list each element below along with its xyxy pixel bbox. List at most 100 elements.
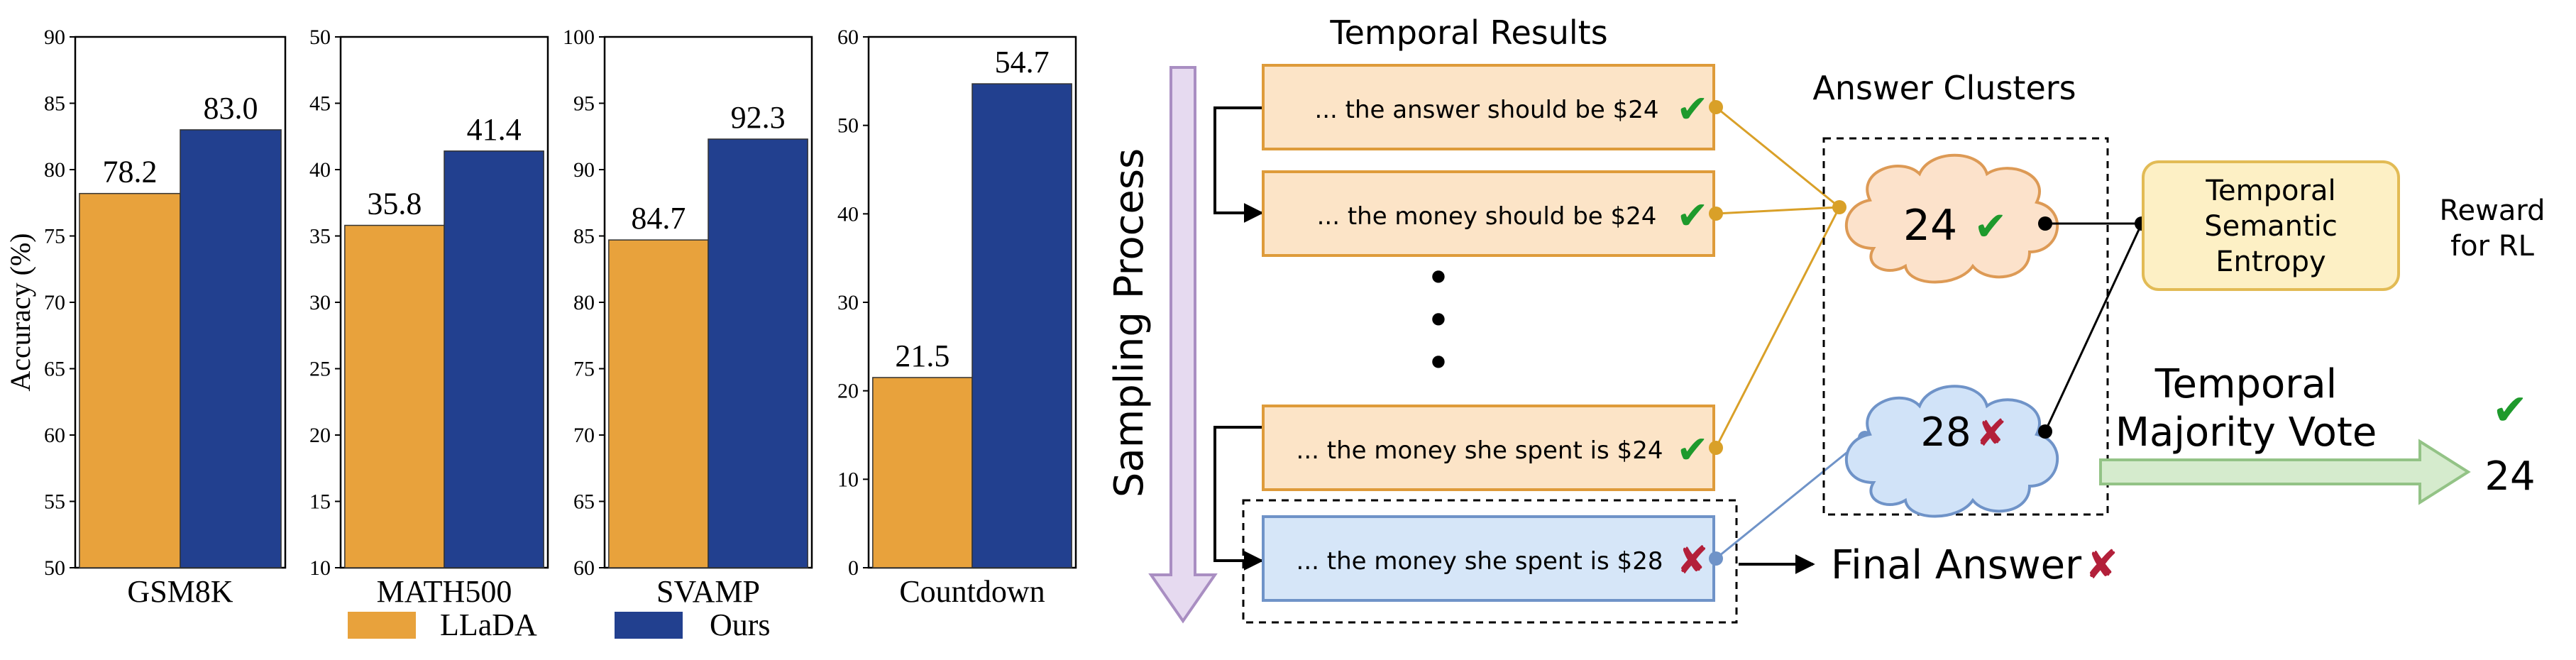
result-box-1: ... the answer should be $24 ✔ [1262,64,1715,150]
result-text: ... the answer should be $24 [1314,96,1658,124]
y-tick-label: 30 [837,291,859,314]
y-tick-label: 65 [573,490,595,514]
ellipsis-dot: • [1426,296,1451,346]
check-icon: ✔ [1676,193,1708,238]
vote-result-value: 24 [2484,453,2535,500]
legend-label-ours: Ours [710,607,771,642]
y-tick-label: 95 [573,92,595,116]
answer-clusters-frame [1822,137,2109,516]
result-cluster-connectors [1709,100,1872,566]
y-tick-label: 90 [44,26,65,49]
y-tick-label: 10 [309,556,331,580]
y-tick-label: 35 [309,225,331,248]
y-axis-label: Accuracy (%) [4,233,36,391]
bar-llada [872,377,973,568]
y-tick-label: 50 [44,556,65,580]
bar-llada [79,192,181,568]
temporal-semantic-entropy-box: Temporal Semantic Entropy [2142,160,2400,291]
x-axis-label: MATH500 [377,574,512,609]
y-tick-label: 10 [837,468,859,491]
ellipsis-dot: • [1426,339,1451,388]
loop-connector-top [1213,106,1264,223]
y-tick-label: 70 [44,291,65,314]
result-text: ... the money she spent is $28 [1297,547,1663,576]
y-tick-label: 20 [309,424,331,447]
x-axis-label: GSM8K [127,574,233,609]
y-tick-label: 80 [573,291,595,314]
cluster-cloud-24: 24 ✔ [1844,153,2059,284]
cross-icon: ✘ [2085,542,2118,588]
bar-ours [180,129,282,568]
result-box-2: ... the money should be $24 ✔ [1262,170,1715,257]
bar-value-label: 54.7 [995,45,1050,79]
bar-value-label: 21.5 [895,339,950,373]
legend-label-llada: LLaDA [440,607,537,642]
vote-line-1: Temporal [2154,361,2337,407]
y-tick-label: 60 [837,26,859,49]
bar-value-label: 41.4 [467,112,522,147]
sampling-process-label: Sampling Process [1106,148,1152,497]
ellipsis-dot: • [1426,253,1451,303]
y-tick-label: 25 [309,358,331,381]
entropy-line-1: Temporal [2205,175,2335,207]
y-tick-label: 65 [44,358,65,381]
check-icon: ✔ [2492,385,2528,435]
legend-swatch-ours [615,612,683,639]
chart-legend: LLaDA Ours [348,607,771,642]
cross-icon: ✘ [1676,538,1708,583]
y-tick-label: 70 [573,424,595,447]
bar-ours [971,83,1072,568]
final-answer-label: Final Answer [1831,542,2082,588]
bar-value-label: 84.7 [631,201,686,236]
y-tick-label: 30 [309,291,331,314]
bar-ours [444,150,544,568]
reward-line-1: Reward [2440,194,2545,227]
result-box-3: ... the money she spent is $24 ✔ [1262,405,1715,491]
bar-ours [708,138,808,568]
y-tick-label: 100 [563,26,595,49]
loop-connector-bottom [1213,426,1264,571]
y-tick-label: 40 [309,158,331,182]
y-tick-label: 55 [44,490,65,514]
bar-llada [608,239,709,568]
cluster-24-value: 24 [1903,201,1957,251]
pipeline-diagram: Sampling Process Temporal Results Answer… [1106,13,2545,624]
entropy-line-3: Entropy [2216,246,2325,278]
majority-vote-arrow [2099,439,2471,505]
result-text: ... the money should be $24 [1317,202,1657,231]
x-axis-label: Countdown [899,574,1045,609]
y-tick-label: 60 [573,556,595,580]
y-tick-label: 85 [44,92,65,116]
bar-value-label: 83.0 [204,91,258,126]
temporal-results-title: Temporal Results [1329,13,1607,52]
answer-clusters-title: Answer Clusters [1812,69,2076,107]
cluster-entropy-connectors [2038,216,2149,439]
bar-value-label: 92.3 [731,100,786,135]
vote-line-2: Majority Vote [2115,409,2377,456]
y-tick-label: 75 [44,225,65,248]
y-tick-label: 50 [309,26,331,49]
y-tick-label: 80 [44,158,65,182]
y-tick-label: 20 [837,380,859,403]
bar-value-label: 35.8 [367,187,422,221]
cluster-cloud-28: 28 ✘ [1844,385,2059,518]
y-tick-label: 60 [44,424,65,447]
bar-value-label: 78.2 [102,155,157,189]
y-tick-label: 40 [837,202,859,226]
result-box-4: ... the money she spent is $28 ✘ [1262,515,1715,602]
reward-line-2: for RL [2450,230,2535,263]
y-tick-label: 50 [837,114,859,138]
cluster-28-value: 28 [1920,409,1971,456]
sampling-process-arrow [1148,66,1218,624]
x-axis-label: SVAMP [656,574,760,609]
y-tick-label: 0 [848,556,859,580]
legend-swatch-llada [348,612,416,639]
y-tick-label: 75 [573,358,595,381]
cross-icon: ✘ [1976,412,2007,455]
y-tick-label: 85 [573,225,595,248]
